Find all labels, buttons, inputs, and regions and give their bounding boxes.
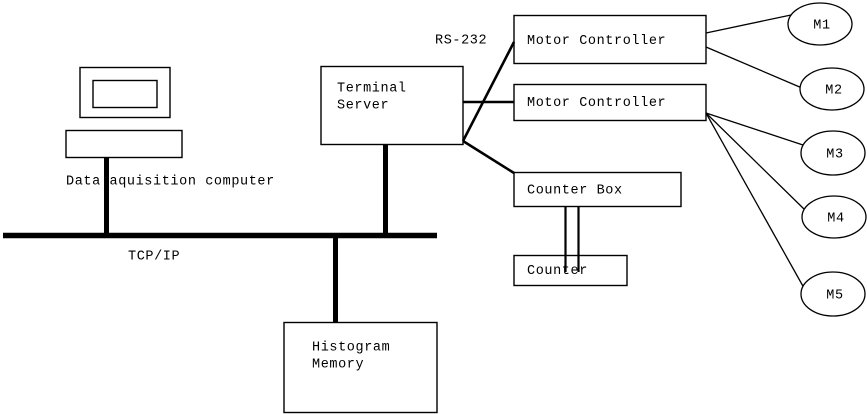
motor-m5-label: M5	[826, 289, 843, 304]
motor-m5-ellipse	[800, 271, 866, 317]
counter-box-box	[513, 171, 682, 208]
motor-m2-ellipse	[799, 67, 865, 111]
counter-box-label: Counter Box	[527, 184, 623, 199]
data-acquisition-computer-label: Data aquisition computer	[66, 175, 275, 190]
counter-label: Counter	[527, 264, 588, 279]
histogram-memory-label-line1: Histogram	[312, 341, 390, 356]
rs232-link-to-motor-controller-1	[461, 41, 516, 142]
motor-m2-label: M2	[825, 84, 842, 99]
motor-m3-label: M3	[826, 148, 843, 163]
computer-base-unit	[65, 129, 183, 159]
link-mc1-to-m1	[705, 14, 792, 34]
motor-m1-label: M1	[813, 19, 830, 34]
motor-m4-ellipse	[801, 195, 867, 239]
link-mc2-to-m3	[705, 112, 804, 146]
link-mc1-to-m2	[705, 46, 803, 89]
counter-box	[513, 254, 628, 287]
terminal-server-label-line1: Terminal	[337, 82, 407, 97]
tcp-ip-label: TCP/IP	[128, 250, 180, 265]
motor-m3-ellipse	[800, 130, 866, 176]
link-mc2-to-m5	[705, 112, 805, 289]
motor-controller-1-label: Motor Controller	[527, 34, 666, 49]
serial-link-to-counter-box	[462, 139, 515, 175]
motor-m1-ellipse	[787, 2, 853, 46]
histogram-memory-box	[283, 321, 438, 414]
terminal-server-box	[320, 65, 464, 146]
terminal-server-label-line2: Server	[337, 99, 389, 114]
motor-controller-1-box	[513, 14, 707, 65]
rs-232-label: RS-232	[435, 34, 487, 49]
motor-m4-label: M4	[827, 212, 844, 227]
motor-controller-2-label: Motor Controller	[527, 96, 666, 111]
histogram-memory-label-line2: Memory	[312, 358, 364, 373]
link-mc2-to-m4	[705, 112, 806, 211]
computer-monitor-screen	[92, 79, 158, 109]
